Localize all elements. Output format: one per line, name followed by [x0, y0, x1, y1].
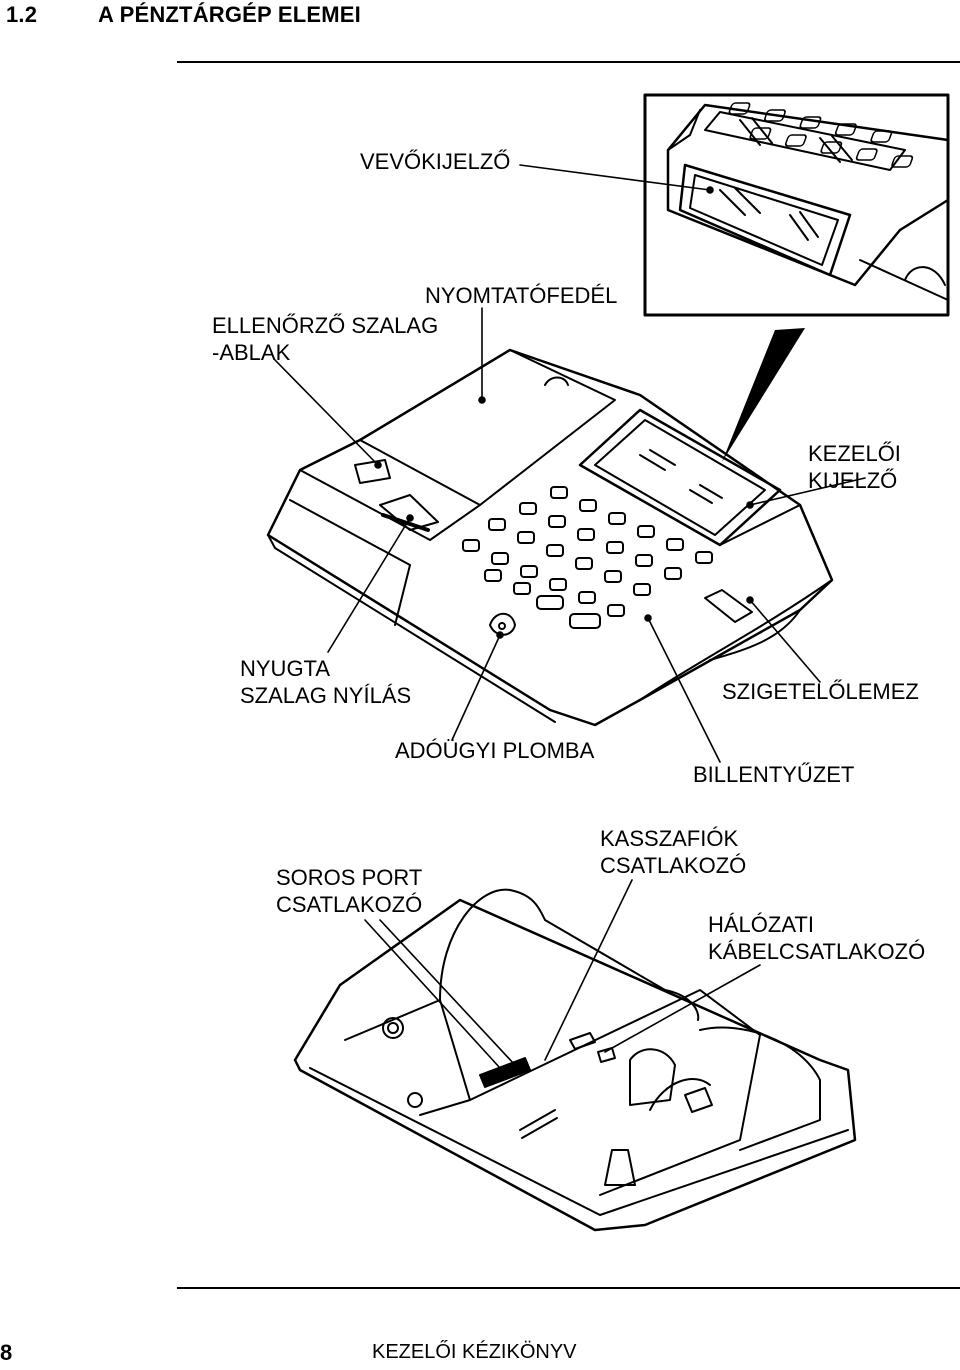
label-fiscal-seal: ADÓÜGYI PLOMBA [395, 738, 595, 763]
label-journal-window: ELLENŐRZŐ SZALAG -ABLAK [212, 313, 439, 365]
page-number: 8 [0, 1340, 13, 1365]
inset-pointer [722, 328, 805, 462]
label-customer-display: VEVŐKIJELZŐ [360, 149, 511, 174]
label-operator-display: KEZELŐI KIJELZŐ [808, 441, 901, 493]
manual-title: KEZELŐI KÉZIKÖNYV [372, 1341, 577, 1363]
label-keyboard: BILLENTYŰZET [693, 762, 855, 787]
section-title: A PÉNZTÁRGÉP ELEMEI [98, 2, 361, 27]
label-insulating-plate: SZIGETELŐLEMEZ [722, 679, 919, 704]
cash-register-bottom [293, 888, 857, 1232]
leader-lines [274, 164, 866, 1069]
label-receipt-slot: NYUGTA SZALAG NYÍLÁS [240, 656, 412, 708]
label-power-connector: HÁLÓZATI KÁBELCSATLAKOZÓ [708, 912, 926, 964]
bottom-rule [177, 1287, 960, 1289]
section-number: 1.2 [6, 2, 38, 27]
top-rule [177, 61, 960, 63]
label-drawer-connector: KASSZAFIÓK CSATLAKOZÓ [600, 826, 747, 878]
label-serial-port: SOROS PORT CSATLAKOZÓ [276, 865, 423, 917]
section-heading: 1.2 A PÉNZTÁRGÉP ELEMEI [0, 2, 361, 28]
label-printer-cover: NYOMTATÓFEDÉL [425, 283, 618, 308]
customer-display-inset [643, 93, 950, 317]
